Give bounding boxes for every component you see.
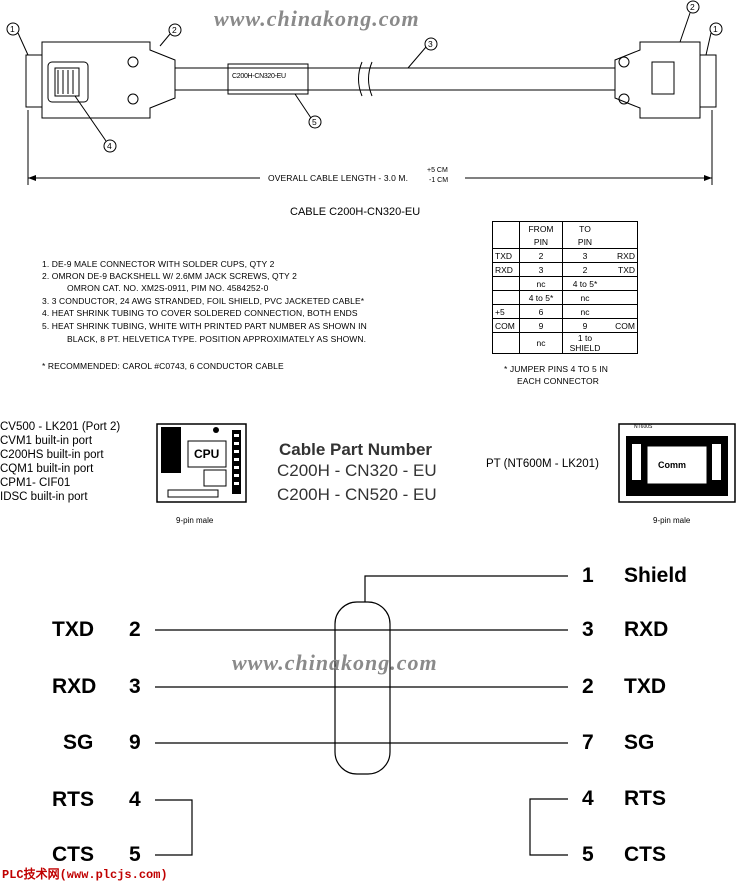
- left-pin-2: 2: [129, 618, 141, 641]
- watermark-top: www.chinakong.com: [214, 6, 420, 31]
- right-pin-7: 7: [582, 731, 594, 754]
- note-2b: OMRON CAT. NO. XM2S-0911, PIM NO. 458425…: [67, 283, 269, 293]
- right-signal-cts: CTS: [624, 843, 666, 866]
- callout-3-label: 3: [428, 39, 433, 49]
- tolerance-minus: -1 CM: [429, 177, 449, 184]
- left-connector-face: [25, 54, 43, 108]
- left-device-item: CPM1- CIF01: [0, 477, 71, 489]
- callout-1-left-label: 1: [10, 24, 15, 34]
- right-connector-body: [614, 41, 701, 119]
- note-5b: BLACK, 8 PT. HELVETICA TYPE. POSITION AP…: [67, 334, 367, 344]
- callout-5: [308, 115, 322, 129]
- jumper-note-2: EACH CONNECTOR: [517, 376, 600, 386]
- cable-pn-title: Cable Part Number: [279, 440, 433, 459]
- heat-shrink-label-box: [227, 63, 309, 95]
- pin-table-subheader: PIN PIN: [492, 235, 638, 249]
- callout-4-label: 4: [107, 141, 112, 151]
- callout-5-label: 5: [312, 117, 317, 127]
- rts-cts-jumper-left: [155, 799, 193, 856]
- right-pin-4: 4: [582, 787, 594, 810]
- left-signal-cts: CTS: [52, 843, 94, 866]
- cable-pn-line1: C200H - CN320 - EU: [277, 461, 437, 480]
- note-2: 2. OMRON DE-9 BACKSHELL W/ 2.6MM JACK SC…: [42, 271, 297, 281]
- tolerance-plus: +5 CM: [427, 167, 448, 174]
- right-signal-txd: TXD: [624, 675, 666, 698]
- right-pin-5: 5: [582, 843, 594, 866]
- left-connector-body: [41, 41, 176, 119]
- right-signal-rxd: RXD: [624, 618, 669, 641]
- note-4: 4. HEAT SHRINK TUBING TO COVER SOLDERED …: [42, 308, 358, 318]
- note-3: 3. 3 CONDUCTOR, 24 AWG STRANDED, FOIL SH…: [42, 296, 365, 306]
- cable-title: CABLE C200H-CN320-EU: [290, 206, 421, 218]
- callout-1-left: [6, 22, 20, 36]
- callout-3: [424, 37, 438, 51]
- note-5: 5. HEAT SHRINK TUBING, WHITE WITH PRINTE…: [42, 321, 367, 331]
- callout-1-right: [709, 22, 723, 36]
- callout-2-left-label: 2: [172, 25, 177, 35]
- right-signal-shield: Shield: [624, 564, 688, 587]
- note-1: 1. DE-9 MALE CONNECTOR WITH SOLDER CUPS,…: [42, 259, 275, 269]
- jumper-note-1: * JUMPER PINS 4 TO 5 IN: [504, 364, 609, 374]
- left-signal-rxd: RXD: [52, 675, 97, 698]
- length-label: OVERALL CABLE LENGTH - 3.0 M.: [268, 173, 409, 183]
- watermark-middle: www.chinakong.com: [232, 650, 438, 675]
- right-pin-1: 1: [582, 564, 594, 587]
- comm-label: Comm: [658, 460, 687, 470]
- left-signal-sg: SG: [63, 731, 94, 754]
- heat-shrink-label: C200H-CN320-EU: [232, 73, 286, 80]
- left-pin-5: 5: [129, 843, 141, 866]
- cpu-board-icon: [156, 423, 247, 503]
- pt-model-tag: NT600S: [634, 424, 653, 430]
- left-screw-top: [127, 56, 139, 68]
- left-pin-3: 3: [129, 675, 141, 698]
- wiring-lines: [155, 575, 568, 856]
- shield-tube: [334, 601, 391, 775]
- callout-2-left: [168, 23, 182, 37]
- right-device-label: PT (NT600M - LK201): [486, 458, 599, 470]
- left-signal-rts: RTS: [52, 788, 94, 811]
- left-signal-txd: TXD: [52, 618, 94, 641]
- callout-1-right-label: 1: [713, 24, 718, 34]
- left-pin-4: 4: [129, 788, 141, 811]
- right-pin-3: 3: [582, 618, 594, 641]
- right-pin-2: 2: [582, 675, 594, 698]
- pin-table-header: FROM TO: [492, 221, 638, 235]
- left-device-item: CQM1 built-in port: [0, 463, 94, 475]
- left-device-item: C200HS built-in port: [0, 449, 104, 461]
- left-device-item: IDSC built-in port: [0, 491, 88, 503]
- footer-site-label: PLC技术网(www.plcjs.com): [2, 868, 168, 882]
- left-screw-bottom: [127, 93, 139, 105]
- cpu-caption: 9-pin male: [176, 516, 214, 525]
- right-signal-sg: SG: [624, 731, 655, 754]
- callout-2-right: [686, 0, 700, 14]
- left-pin-9: 9: [129, 731, 141, 754]
- left-jack: [47, 61, 89, 103]
- cable-drawing: [6, 0, 723, 185]
- right-jack: [651, 61, 675, 95]
- cpu-label: CPU: [194, 447, 220, 461]
- left-device-item: CV500 - LK201 (Port 2): [0, 421, 121, 433]
- left-device-list: CV500 - LK201 (Port 2) CVM1 built-in por…: [0, 420, 120, 504]
- right-signal-rts: RTS: [624, 787, 666, 810]
- callout-4: [103, 139, 117, 153]
- right-connector-face: [699, 54, 717, 108]
- left-device-item: CVM1 built-in port: [0, 435, 93, 447]
- shield-wire: [364, 575, 568, 602]
- rts-cts-jumper-right: [529, 798, 568, 856]
- pin-row: 4 to 5*nc: [492, 290, 638, 305]
- comm-caption: 9-pin male: [653, 516, 691, 525]
- callout-2-right-label: 2: [690, 2, 695, 12]
- recommended-note: * RECOMMENDED: CAROL #C0743, 6 CONDUCTOR…: [42, 361, 284, 371]
- cable-pn-line2: C200H - CN520 - EU: [277, 485, 437, 504]
